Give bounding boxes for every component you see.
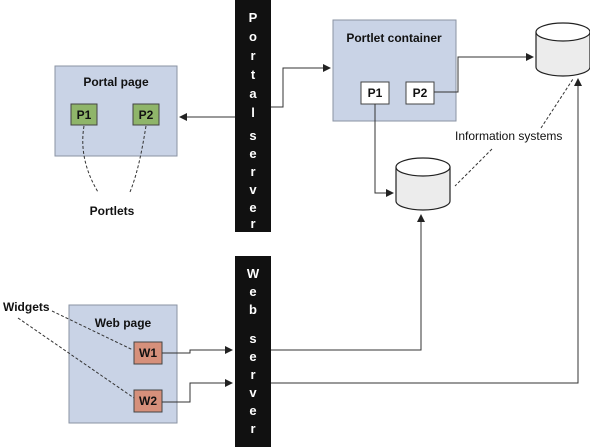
- portal-server-letter: v: [249, 182, 257, 197]
- portal-server-letter: s: [249, 128, 256, 143]
- web-server-letter: e: [249, 403, 256, 418]
- portal-server-letter: o: [249, 29, 257, 44]
- database-top-right-body: [535, 32, 590, 77]
- arrow-w2-to-web-server: [162, 379, 233, 403]
- web-server-letter: e: [249, 349, 256, 364]
- portal-page-p2-label: P2: [139, 108, 154, 122]
- portal-server-letter: a: [249, 86, 257, 101]
- portal-server-letter: r: [250, 216, 255, 231]
- web-page-w2: [133, 389, 163, 413]
- web-page: Web page W1 W2: [68, 304, 178, 424]
- arrow-w1-to-web-server: [162, 346, 233, 354]
- info-systems-pointer-2: [454, 148, 493, 187]
- connectors: [162, 53, 582, 403]
- portlet-container: Portlet container P1 P2: [332, 19, 457, 122]
- portlets-label: Portlets: [90, 204, 135, 218]
- arrow-portal-server-to-container: [271, 64, 331, 108]
- widgets-label: Widgets: [3, 300, 50, 314]
- portal-server-letter: e: [249, 146, 256, 161]
- portlets-pointer-2: [129, 125, 147, 193]
- portal-server-letter: r: [250, 48, 255, 63]
- database-middle-body: [395, 167, 451, 211]
- arrow-web-server-to-middle-database: [271, 214, 425, 351]
- portlet-container-title: Portlet container: [346, 31, 442, 45]
- portlet-container-p2-label: P2: [413, 86, 428, 100]
- portal-page-p2: [132, 103, 160, 126]
- widgets-pointer-2: [17, 317, 135, 399]
- web-server-letter: s: [249, 331, 256, 346]
- portlets-pointer-1: [82, 125, 99, 193]
- database-top-right-top: [535, 22, 590, 42]
- portal-page: Portal page P1 P2: [54, 65, 178, 157]
- database-middle-top: [395, 157, 451, 177]
- portal-server: P o r t a l s e r v e r: [235, 0, 271, 232]
- portal-page-p1-label: P1: [77, 108, 92, 122]
- portal-page-p1: [70, 103, 98, 126]
- portal-server-letter: e: [249, 200, 256, 215]
- information-systems-annotation: Information systems: [454, 78, 574, 187]
- web-server-letter: r: [250, 421, 255, 436]
- portlet-container-box: [332, 19, 457, 122]
- web-server-letter: W: [247, 266, 260, 281]
- web-server: W e b s e r v e r: [235, 256, 271, 447]
- database-top-right: [535, 22, 590, 77]
- web-server-letter: b: [249, 302, 257, 317]
- web-page-w2-label: W2: [139, 394, 157, 408]
- portlets-annotation: Portlets: [82, 125, 147, 218]
- widgets-annotation: Widgets: [3, 300, 135, 399]
- portal-server-letter: l: [251, 105, 255, 120]
- database-middle: [395, 157, 451, 211]
- portlet-container-p2: [405, 81, 435, 105]
- web-server-bar: [235, 256, 271, 447]
- portal-server-letter: t: [251, 67, 256, 82]
- arrow-p2-to-database: [434, 53, 534, 93]
- portal-page-title: Portal page: [83, 75, 149, 89]
- portal-server-letter: r: [250, 164, 255, 179]
- arrow-p1-to-database: [374, 104, 394, 197]
- web-server-letter: e: [249, 284, 256, 299]
- info-systems-pointer-1: [540, 78, 574, 129]
- web-page-title: Web page: [95, 316, 152, 330]
- arrow-web-server-to-top-database: [271, 78, 582, 384]
- web-page-w1-label: W1: [139, 346, 157, 360]
- portal-server-letter: P: [249, 10, 258, 25]
- information-systems-label: Information systems: [455, 129, 562, 143]
- web-server-letter: r: [250, 367, 255, 382]
- portal-server-bar: [235, 0, 271, 232]
- portlet-container-p1-label: P1: [368, 86, 383, 100]
- web-server-letter: v: [249, 385, 257, 400]
